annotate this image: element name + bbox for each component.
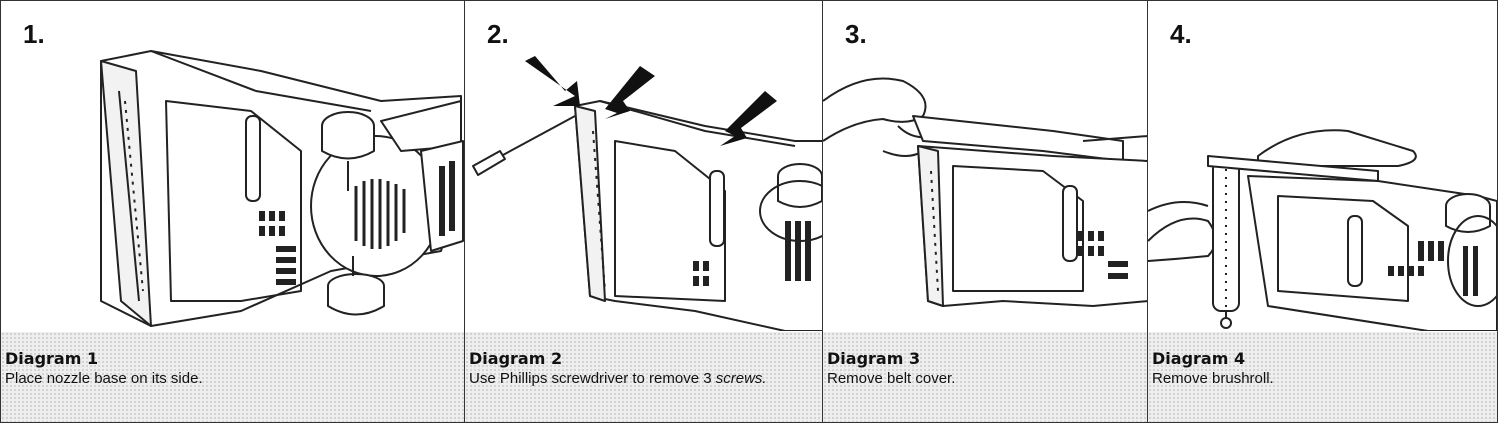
step-number: 2. <box>487 19 509 49</box>
caption-text-main: Remove brushroll. <box>1152 370 1274 387</box>
caption-title: Diagram 3 <box>827 349 921 368</box>
caption-text-main: Remove belt cover. <box>827 370 956 387</box>
brushroll-illustration <box>1148 129 1497 331</box>
step-number: 1. <box>23 19 45 49</box>
caption-title: Diagram 2 <box>469 349 563 368</box>
caption: Diagram 3 Remove belt cover. <box>823 332 1147 422</box>
caption-text: Remove brushroll. <box>1152 369 1482 388</box>
caption-title: Diagram 4 <box>1152 349 1246 368</box>
panel-2: 2. <box>465 1 823 422</box>
caption: Diagram 4 Remove brushroll. <box>1148 332 1497 422</box>
caption-text-main: Place nozzle base on its side. <box>5 370 203 387</box>
step-number: 3. <box>845 19 867 49</box>
caption-text: Use Phillips screwdriver to remove 3 scr… <box>469 369 799 388</box>
caption: Diagram 1 Place nozzle base on its side. <box>1 332 464 422</box>
panel-4: 4. <box>1148 1 1497 422</box>
panel-1: 1. <box>1 1 465 422</box>
caption: Diagram 2 Use Phillips screwdriver to re… <box>465 332 822 422</box>
caption-text: Place nozzle base on its side. <box>5 369 335 388</box>
step-number: 4. <box>1170 19 1192 49</box>
caption-text-main: Use Phillips screwdriver to remove 3 <box>469 370 716 387</box>
belt-cover-illustration <box>823 77 1147 307</box>
nozzle-base-illustration <box>100 50 464 327</box>
caption-text: Remove belt cover. <box>827 369 1147 388</box>
caption-title: Diagram 1 <box>5 349 99 368</box>
panel-3: 3. <box>823 1 1148 422</box>
caption-text-italic: screws. <box>715 370 767 387</box>
screwdriver-illustration <box>472 56 822 331</box>
